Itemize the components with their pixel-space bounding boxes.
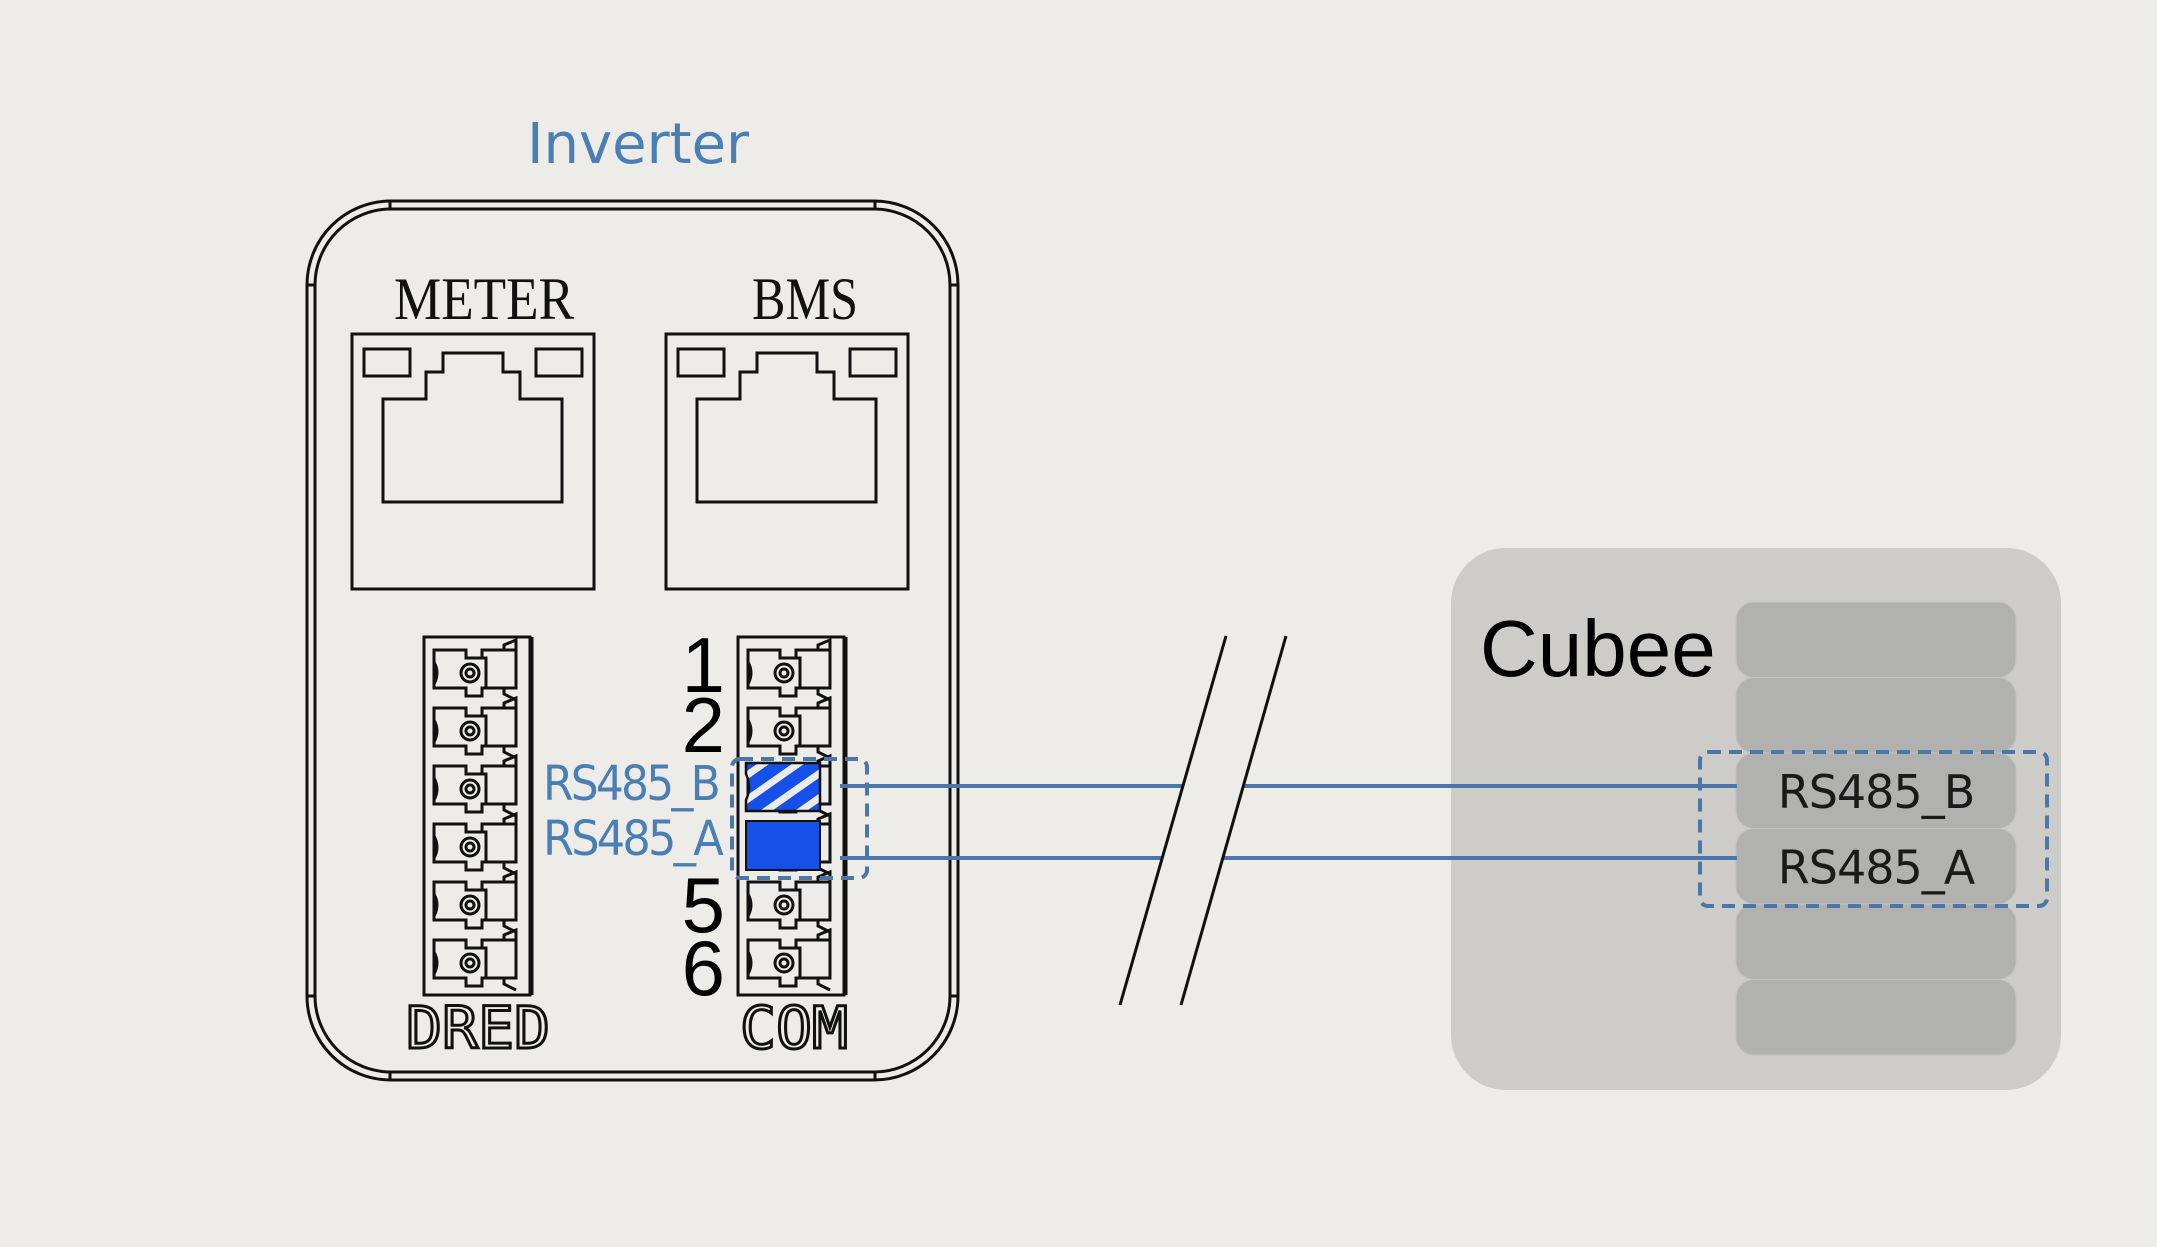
dred-pin-4 bbox=[432, 812, 518, 876]
cubee-slot-6 bbox=[1735, 979, 2017, 1056]
inverter-body-inner bbox=[313, 207, 952, 1074]
inverter-body-outer bbox=[305, 199, 960, 1082]
com-block-housing bbox=[736, 635, 846, 997]
cubee-title: Cubee bbox=[1480, 604, 1716, 693]
meter-port-led-left bbox=[362, 347, 412, 378]
inverter-rs485-b-label: RS485_B bbox=[543, 756, 718, 812]
bms-port-led-right bbox=[848, 347, 898, 378]
meter-port-housing bbox=[350, 332, 596, 591]
cubee-rs485-dashed-box bbox=[1698, 750, 2049, 908]
com-pin-number-1: 1 bbox=[682, 621, 725, 709]
com-pin-rs485-a-highlight bbox=[745, 820, 821, 871]
dred-terminal-block: DRED bbox=[405, 635, 552, 1064]
com-label: COM bbox=[740, 994, 848, 1062]
dred-pin-1 bbox=[432, 638, 518, 702]
meter-port-led-right bbox=[534, 347, 584, 378]
cubee-slot-label-rs485-b: RS485_B bbox=[1778, 765, 1975, 819]
cubee-slot-5 bbox=[1735, 903, 2017, 980]
bms-port-label: BMS bbox=[752, 266, 858, 332]
com-pin-rs485-b-highlight bbox=[744, 761, 822, 813]
dred-pin-6 bbox=[432, 928, 518, 992]
com-pin-number-2: 2 bbox=[682, 681, 725, 769]
dred-pin-5 bbox=[432, 870, 518, 934]
cable-break-mark-left bbox=[1118, 635, 1228, 1006]
com-pin-number-5: 5 bbox=[682, 861, 725, 949]
cubee-slot-1 bbox=[1735, 601, 2017, 678]
bms-port-led-left bbox=[676, 347, 726, 378]
inverter-outline-ticks bbox=[307, 201, 958, 1080]
dred-pin-2 bbox=[432, 696, 518, 760]
com-rs485-dashed-box bbox=[730, 757, 869, 880]
dred-block-housing bbox=[422, 635, 532, 997]
com-pin-6 bbox=[746, 928, 832, 992]
meter-port: METER bbox=[350, 266, 596, 591]
inverter: Inverter METER BMS bbox=[305, 112, 960, 1082]
bms-port-housing bbox=[664, 332, 910, 591]
com-pin-number-6: 6 bbox=[682, 924, 725, 1012]
rs485-wires bbox=[840, 635, 1737, 1006]
bms-port-jack bbox=[695, 351, 878, 504]
dred-label: DRED bbox=[406, 994, 550, 1062]
meter-port-jack bbox=[381, 351, 564, 504]
com-pin-1 bbox=[746, 638, 832, 702]
inverter-title: Inverter bbox=[527, 112, 750, 177]
com-pin-2 bbox=[746, 696, 832, 760]
cubee: Cubee RS485_B RS485_A bbox=[1451, 548, 2061, 1090]
com-terminal-block: 1 2 5 6 RS485_B RS485_A COM bbox=[543, 621, 869, 1064]
cable-break-mark-right bbox=[1179, 635, 1288, 1006]
inverter-rs485-a-label: RS485_A bbox=[543, 811, 724, 867]
dred-pin-3 bbox=[432, 754, 518, 818]
meter-port-label: METER bbox=[394, 266, 574, 332]
cubee-slot-2 bbox=[1735, 677, 2017, 754]
com-pin-5 bbox=[746, 870, 832, 934]
bms-port: BMS bbox=[664, 266, 910, 591]
cubee-slot-label-rs485-a: RS485_A bbox=[1778, 841, 1976, 895]
